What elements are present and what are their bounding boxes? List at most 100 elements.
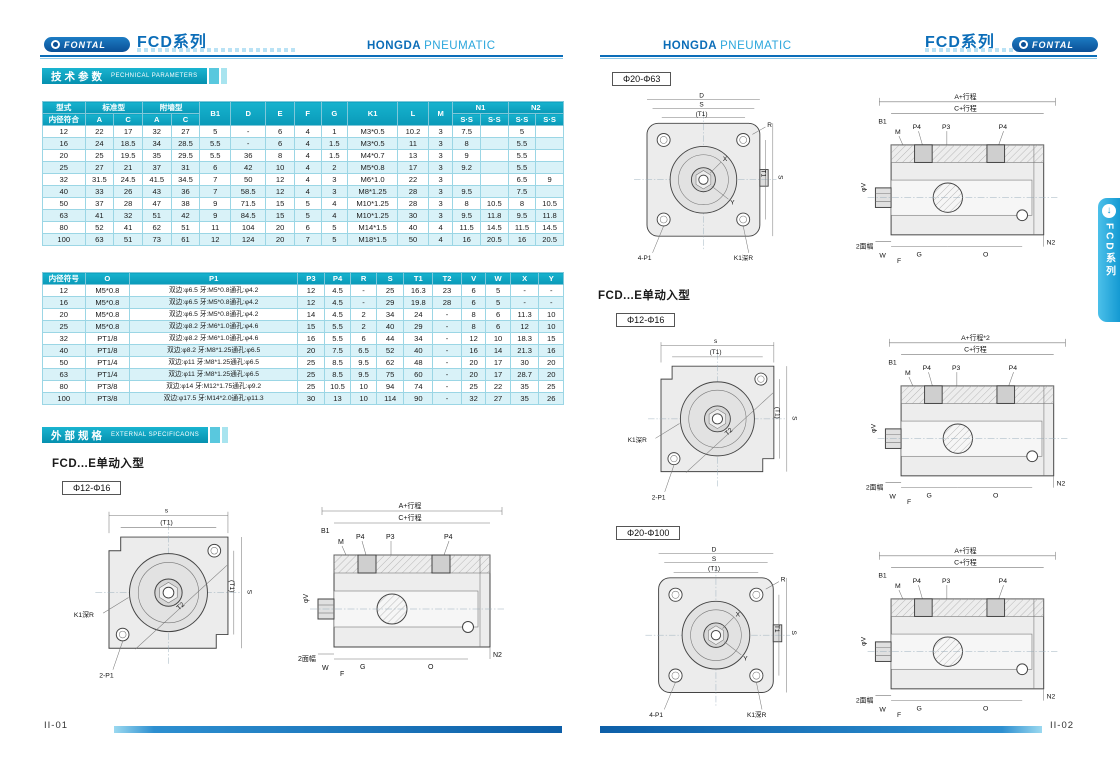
label-2p1: 2-P1: [99, 672, 114, 679]
table-cell: 7.5: [507, 185, 537, 198]
dim-phi-v: φV: [861, 636, 868, 645]
technical-parameters-table: 型式 标准型 附墙型 B1 D E F G K1 L M N1 N2 内径符合 …: [42, 101, 565, 246]
page-number-left: II-01: [44, 720, 69, 731]
table-cell: 5.5: [507, 137, 537, 150]
table-cell: [479, 185, 509, 198]
table-cell: -: [432, 392, 462, 405]
table-cell: 16: [297, 332, 325, 345]
column-header: Y: [538, 272, 564, 285]
column-header: L: [397, 101, 429, 126]
dim-a-stroke: A+行程: [954, 92, 976, 101]
table-cell: PT1/8: [84, 344, 131, 357]
table-cell: 32: [460, 392, 487, 405]
table-cell: M3*0.5: [347, 125, 399, 138]
dim-phi-v: φV: [861, 182, 868, 191]
table-cell: 28.5: [170, 137, 201, 150]
dim-w: W: [889, 493, 896, 500]
table-cell: 20: [42, 149, 86, 162]
dim-w: W: [322, 665, 329, 672]
dim-s-top: S: [712, 556, 717, 563]
label-4p1: 4-P1: [638, 255, 652, 262]
column-header: S·S: [479, 113, 509, 126]
label-2-flats: 2面幅: [298, 654, 316, 663]
table-cell: 6: [460, 296, 487, 309]
table-cell: 25: [538, 380, 564, 393]
table-cell: 60: [403, 368, 434, 381]
table-cell: 47: [141, 197, 172, 210]
table-cell: 29.5: [170, 149, 201, 162]
table-cell: 25: [42, 320, 86, 333]
table-cell: 73: [141, 233, 172, 246]
column-header: 内径符合: [42, 113, 86, 126]
table-cell: 51: [113, 233, 143, 246]
column-header: 附墙型: [141, 101, 201, 114]
table-cell: 37: [84, 197, 115, 210]
table-cell: 3: [427, 137, 454, 150]
table-cell: 12: [42, 125, 86, 138]
dim-o: O: [428, 664, 434, 671]
dim-s-vertical: S: [776, 175, 783, 180]
dim-f: F: [897, 712, 901, 719]
table-cell: 50: [230, 173, 267, 186]
table-cell: 7: [199, 185, 232, 198]
table-cell: 16: [507, 233, 537, 246]
table-cell: 34: [375, 308, 405, 321]
column-header: N1: [452, 101, 509, 114]
table-cell: 4.5: [323, 308, 352, 321]
table-cell: 29: [375, 296, 405, 309]
table-cell: 3: [427, 173, 454, 186]
table-cell: 10: [265, 161, 295, 174]
dim-p4-right: P4: [444, 534, 453, 541]
table-cell: 28.7: [509, 368, 540, 381]
table-cell: 14: [485, 344, 511, 357]
table-cell: 16: [460, 344, 487, 357]
table-cell: 11: [397, 137, 429, 150]
table-cell: 5: [485, 284, 511, 297]
table-cell: 5: [320, 221, 349, 234]
table-cell: 40: [403, 344, 434, 357]
table-cell: 44: [375, 332, 405, 345]
table-cell: 5.5: [507, 149, 537, 162]
table-cell: 16: [42, 296, 86, 309]
table-cell: 2: [320, 161, 349, 174]
table-cell: 6: [265, 125, 295, 138]
column-header: 型式: [42, 101, 86, 114]
table-cell: 4: [293, 161, 322, 174]
footer-bar-right: [600, 726, 1042, 733]
dim-o: O: [983, 251, 988, 258]
table-cell: -: [538, 284, 564, 297]
table-cell: M5*0.8: [84, 320, 131, 333]
dim-p3: P3: [386, 534, 395, 541]
dim-f: F: [907, 499, 911, 506]
table-cell: 5: [199, 125, 232, 138]
table-cell: 9.5: [452, 209, 481, 222]
table-cell: 20: [460, 356, 487, 369]
table-cell: 9.5: [507, 209, 537, 222]
section2-title-cn: 外部规格: [51, 429, 105, 442]
table-cell: 16.3: [403, 284, 434, 297]
size-label-20-63: Φ20-Φ63: [612, 72, 672, 86]
table-cell: 10: [538, 308, 564, 321]
table-cell: 18.3: [509, 332, 540, 345]
table-cell: 20: [265, 233, 295, 246]
dim-a-stroke: A+行程: [399, 501, 422, 510]
table-cell: 双边:φ11 牙:M8*1.25通孔:φ6.5: [129, 356, 299, 369]
section-bar-tail: [222, 427, 229, 443]
dim-y: Y: [743, 656, 748, 663]
table-cell: 15: [538, 332, 564, 345]
table-cell: 5.5: [507, 161, 537, 174]
down-arrow-icon: ↓: [1102, 204, 1116, 218]
table-cell: -: [538, 296, 564, 309]
side-tab-fcd-series[interactable]: ↓ FCD系列: [1098, 198, 1120, 322]
table-cell: 12: [199, 233, 232, 246]
table-cell: 16: [538, 344, 564, 357]
table-cell: 28: [432, 296, 462, 309]
front-view-drawing-20-63: D S (T1) R S T1 X Y 4-P1 K1深R: [610, 90, 795, 275]
table-cell: 28: [113, 197, 143, 210]
table-cell: 17: [485, 356, 511, 369]
table-cell: 4: [293, 125, 322, 138]
